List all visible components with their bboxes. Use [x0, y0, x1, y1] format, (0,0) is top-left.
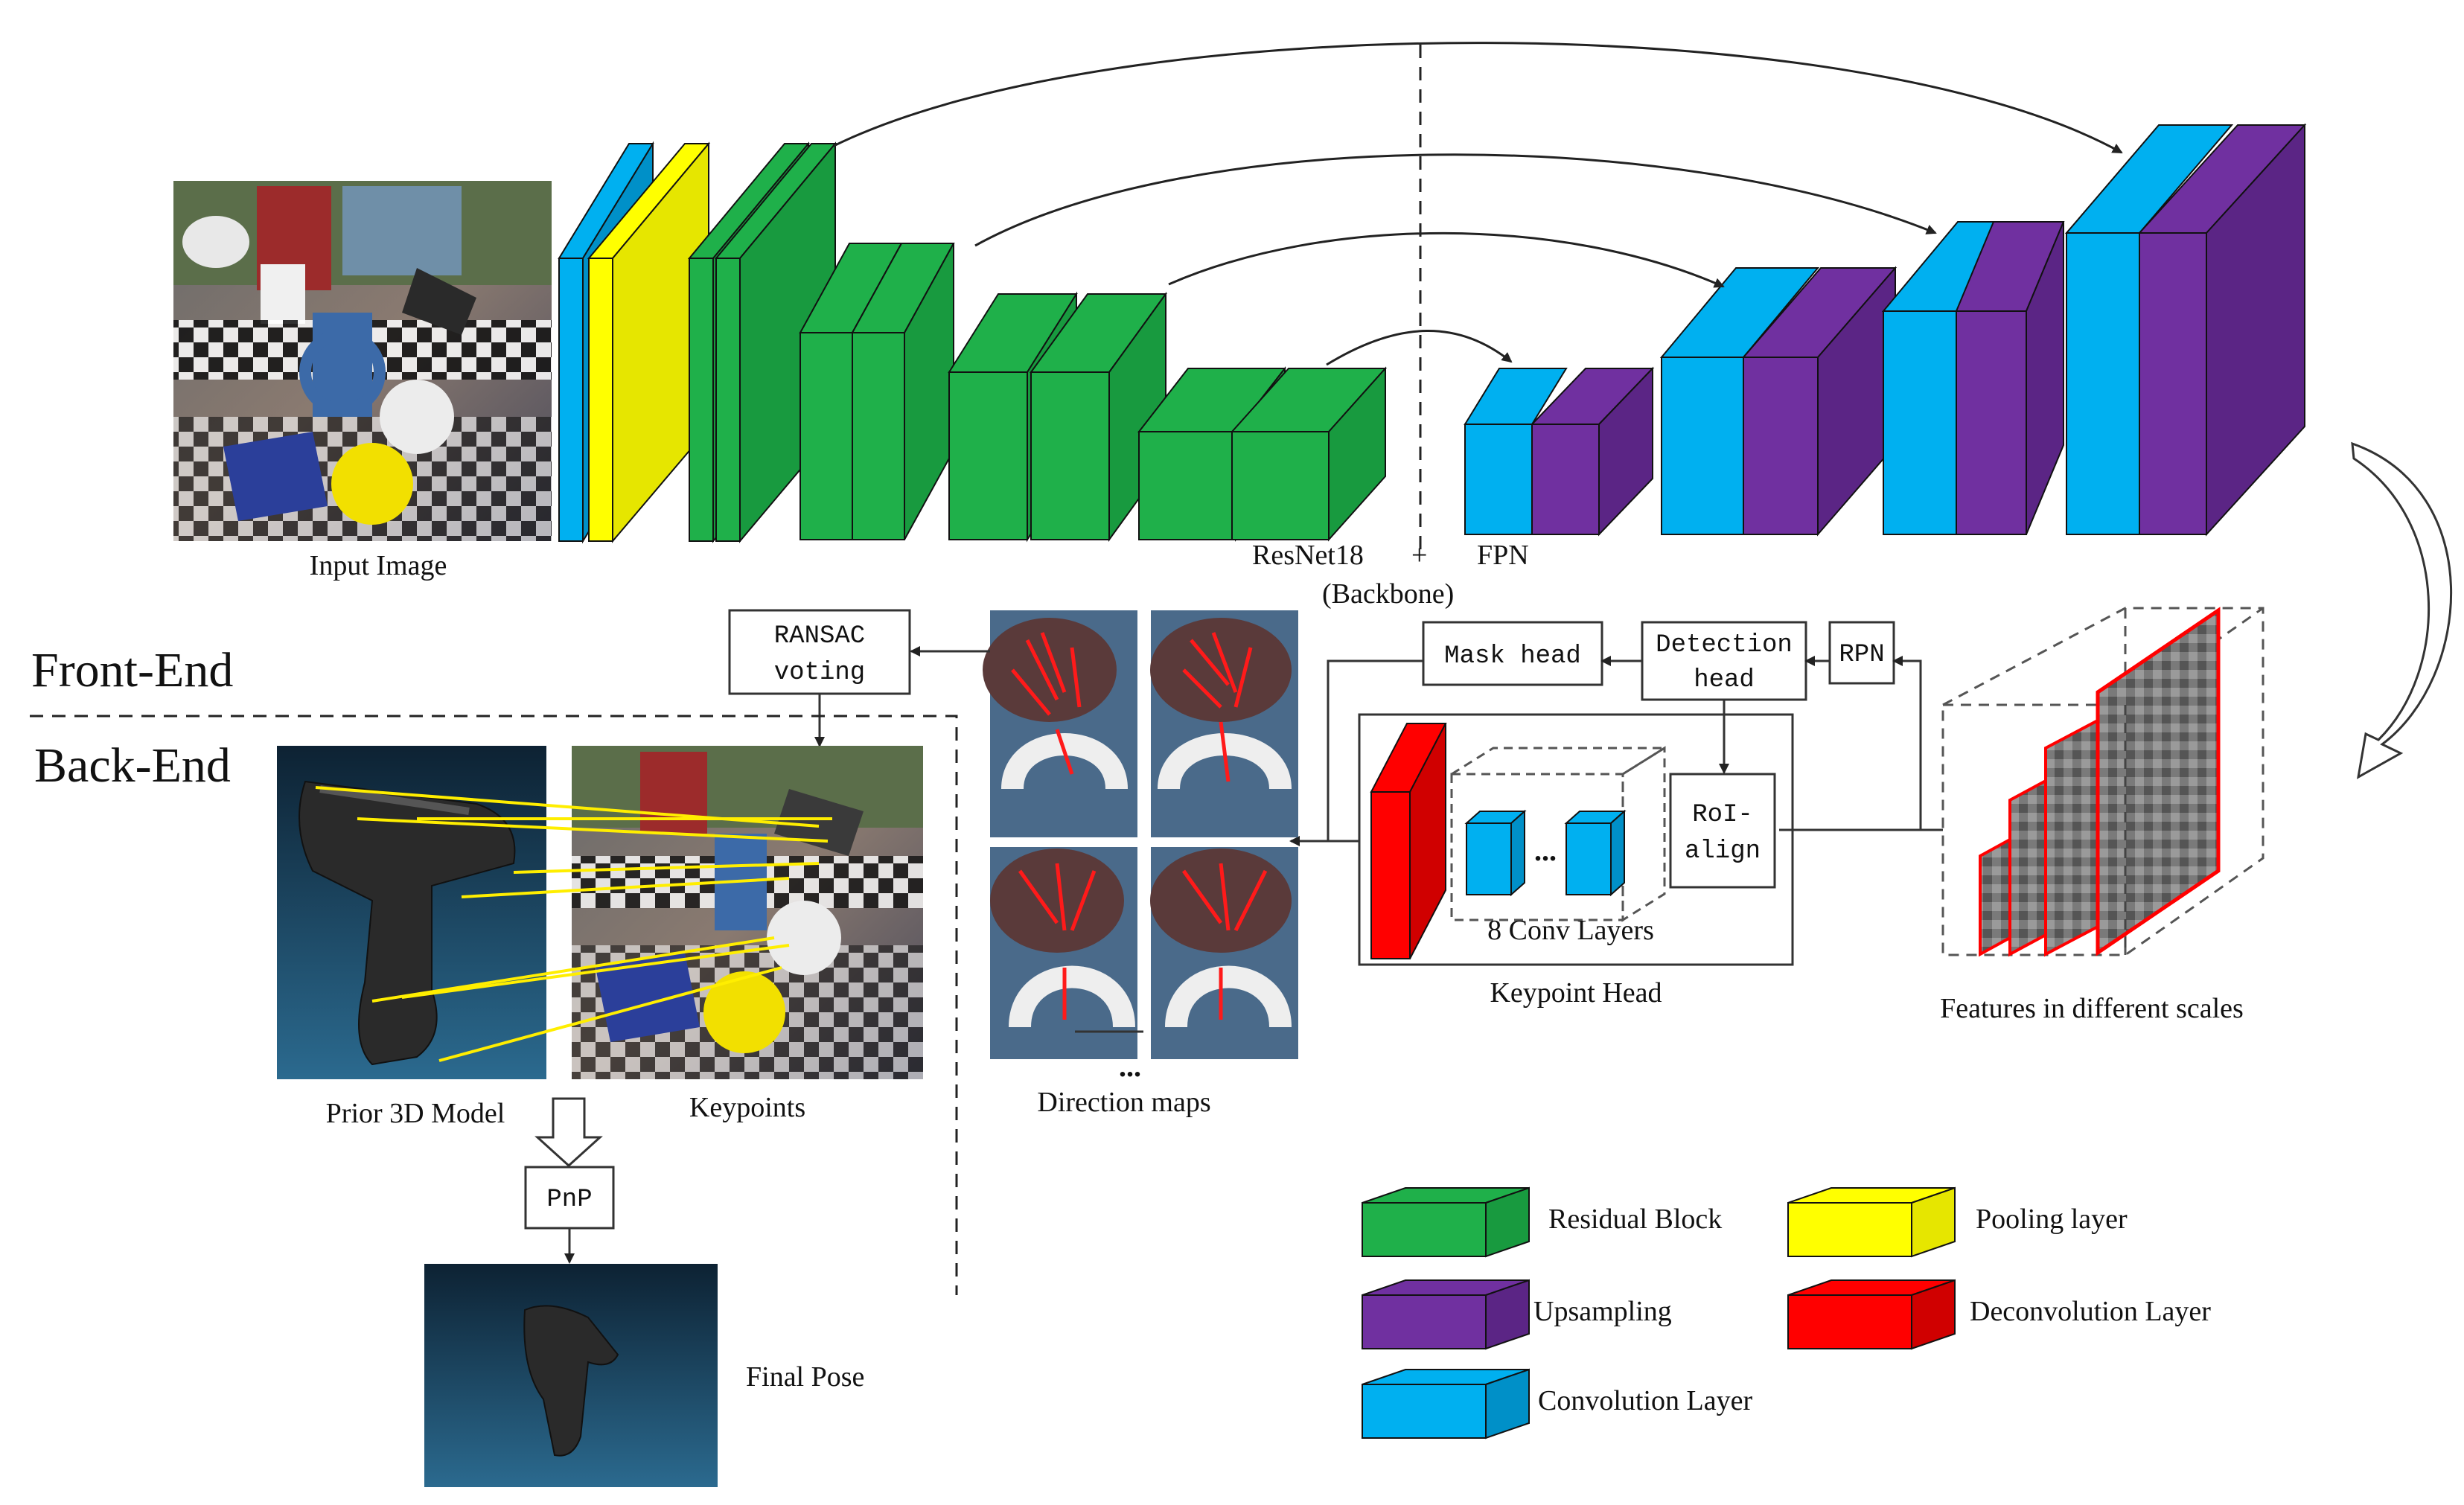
- ransac-line1: RANSAC: [774, 622, 865, 651]
- pooling-block: [587, 141, 711, 543]
- feature-maps: [1941, 607, 2264, 957]
- direction-maps-label: Direction maps: [1037, 1087, 1210, 1118]
- residual-block-3: [948, 291, 1167, 543]
- mask-head-box: Mask head: [1422, 621, 1603, 686]
- skip-connections: [833, 42, 2123, 366]
- decoder: [1464, 123, 2307, 537]
- model-to-pnp-arrow: [534, 1097, 603, 1168]
- detection-line1: Detection: [1656, 631, 1793, 659]
- fpn-block-3: [1881, 221, 2065, 535]
- input-image: [173, 181, 552, 541]
- legend-item-convolution: Convolution Layer: [1362, 1368, 1752, 1440]
- residual-block-4: [1137, 366, 1388, 542]
- direction-maps: [983, 610, 1298, 1059]
- backbone-label: (Backbone): [1322, 578, 1454, 610]
- rpn-box: RPN: [1828, 621, 1895, 685]
- svg-text:Convolution Layer: Convolution Layer: [1538, 1385, 1752, 1416]
- mask-head-label: Mask head: [1444, 642, 1581, 671]
- svg-text:Upsampling: Upsampling: [1533, 1296, 1672, 1327]
- legend-item-pooling: Pooling layer: [1787, 1186, 2128, 1258]
- prior-model-label: Prior 3D Model: [326, 1098, 505, 1129]
- ransac-box: RANSAC voting: [728, 609, 911, 695]
- roi-line2: align: [1685, 837, 1761, 866]
- ransac-line2: voting: [774, 659, 865, 687]
- resnet-label: ResNet18: [1252, 540, 1364, 571]
- detection-head-box: Detection head: [1641, 621, 1807, 701]
- features-label: Features in different scales: [1940, 993, 2244, 1024]
- front-end-label: Front-End: [31, 643, 233, 697]
- plus-label: +: [1411, 540, 1427, 571]
- rpn-label: RPN: [1839, 641, 1884, 669]
- input-image-label: Input Image: [310, 550, 447, 581]
- direction-map-1: [983, 610, 1137, 837]
- svg-text:Deconvolution Layer: Deconvolution Layer: [1970, 1296, 2211, 1327]
- feature-flow-arrow: [2351, 441, 2453, 779]
- fpn-block-4: [2064, 123, 2307, 537]
- final-pose-image: [424, 1264, 718, 1487]
- direction-dots: ...: [1119, 1049, 1141, 1083]
- detection-line2: head: [1694, 666, 1755, 694]
- direction-map-3: [990, 847, 1137, 1059]
- legend: Residual Block Pooling layer Upsampling …: [1362, 1186, 2211, 1440]
- encoder: [558, 141, 1388, 544]
- residual-block-2: [799, 243, 955, 540]
- conv-layers-label: 8 Conv Layers: [1487, 915, 1654, 946]
- fpn-label: FPN: [1477, 540, 1529, 571]
- keypoint-correspondences: [315, 786, 832, 1062]
- fpn-block-1: [1464, 366, 1655, 537]
- keypoints-label: Keypoints: [689, 1092, 805, 1123]
- pnp-label: PnP: [546, 1186, 592, 1214]
- head-connectors: [1289, 656, 1943, 846]
- conv-dots: ...: [1534, 834, 1557, 867]
- front-back-divider: [30, 715, 958, 1295]
- legend-item-residual: Residual Block: [1362, 1186, 1722, 1258]
- final-pose-label: Final Pose: [746, 1361, 864, 1393]
- legend-item-deconvolution: Deconvolution Layer: [1787, 1279, 2211, 1350]
- keypoint-head: ... 8 Conv Layers RoI- align: [1358, 713, 1794, 966]
- legend-item-upsampling: Upsampling: [1362, 1279, 1672, 1350]
- fpn-block-2: [1659, 266, 1898, 537]
- svg-text:Residual Block: Residual Block: [1548, 1204, 1722, 1235]
- roi-line1: RoI-: [1692, 801, 1753, 829]
- residual-block-1: [687, 141, 837, 543]
- keypoint-head-label: Keypoint Head: [1490, 977, 1662, 1009]
- svg-text:Pooling layer: Pooling layer: [1976, 1204, 2128, 1235]
- pnp-box: PnP: [524, 1166, 615, 1230]
- direction-map-2: [1150, 610, 1298, 837]
- keypoints-image: [572, 746, 923, 1079]
- back-end-label: Back-End: [34, 738, 231, 793]
- direction-map-4: [1150, 847, 1298, 1059]
